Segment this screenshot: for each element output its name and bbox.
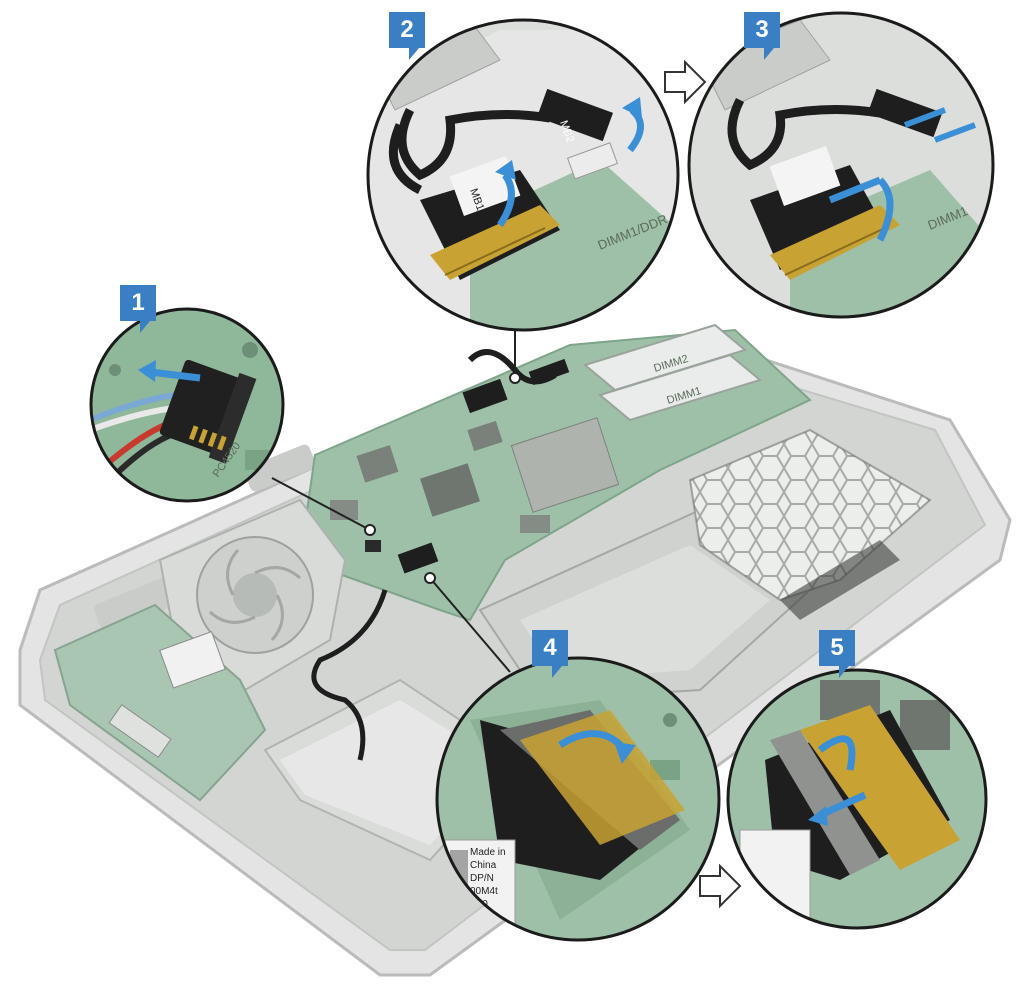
label-part: 00M4t (470, 886, 498, 897)
io-board (53, 603, 267, 802)
leader-lines (271, 330, 516, 673)
straight-arrow-icon-5 (818, 791, 867, 819)
step-badge-1: 1 (120, 285, 156, 333)
arrow-head-icon (138, 360, 156, 382)
label-china: China (470, 860, 497, 871)
callout-step-1: PC4520 (89, 307, 285, 503)
step-badge-2: 2 (389, 12, 425, 60)
sequence-arrow-icon-2 (699, 863, 742, 909)
io-cable-small (311, 540, 439, 761)
step-badge-3: 3 (744, 12, 780, 60)
straight-arrow-icon-3a (828, 176, 882, 204)
sequence-arrow-icon (664, 59, 707, 105)
curved-arrow-icon (497, 172, 515, 227)
callout-step-3: DIMM1 (687, 11, 995, 319)
curved-arrow-icon-3 (876, 177, 894, 242)
hex-mesh (688, 428, 932, 620)
curved-arrow-icon-5 (817, 735, 856, 771)
label-dpn: DP/N (470, 873, 494, 884)
callout-step-4: Made in China DP/N 00M4t A00 (435, 656, 721, 942)
straight-arrow-icon (149, 368, 201, 382)
step-badge-4: 4 (532, 630, 568, 678)
label-made-in: Made in (470, 847, 506, 858)
step-badge-5: 5 (819, 630, 855, 678)
callout-step-2: DIMM1/DDR MB2 MB1 (366, 18, 680, 332)
fan-connector (159, 359, 257, 464)
leader-endpoints (364, 372, 521, 584)
